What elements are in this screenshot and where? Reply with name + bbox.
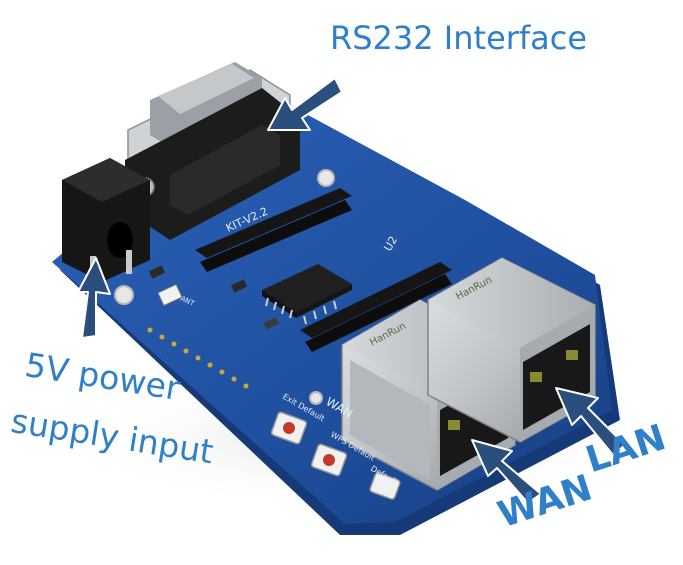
rs232-caption: RS232 Interface	[330, 19, 588, 57]
tact-button	[310, 443, 348, 477]
arrow-icon	[267, 77, 343, 131]
arrow-icon	[471, 439, 542, 504]
ic-chip	[262, 264, 352, 325]
pin-row	[147, 327, 249, 389]
rj45-jack-lan	[427, 257, 596, 443]
arrow-icon	[77, 257, 111, 339]
smd-components	[148, 265, 280, 330]
mounting-hole	[114, 285, 134, 305]
tact-button	[270, 411, 308, 445]
arrow-icon	[555, 387, 626, 456]
tact-button	[369, 472, 401, 500]
mounting-hole	[317, 169, 335, 187]
dc-power-jack	[62, 158, 150, 282]
mounting-hole	[309, 391, 323, 405]
pin-header-strip	[195, 188, 452, 352]
